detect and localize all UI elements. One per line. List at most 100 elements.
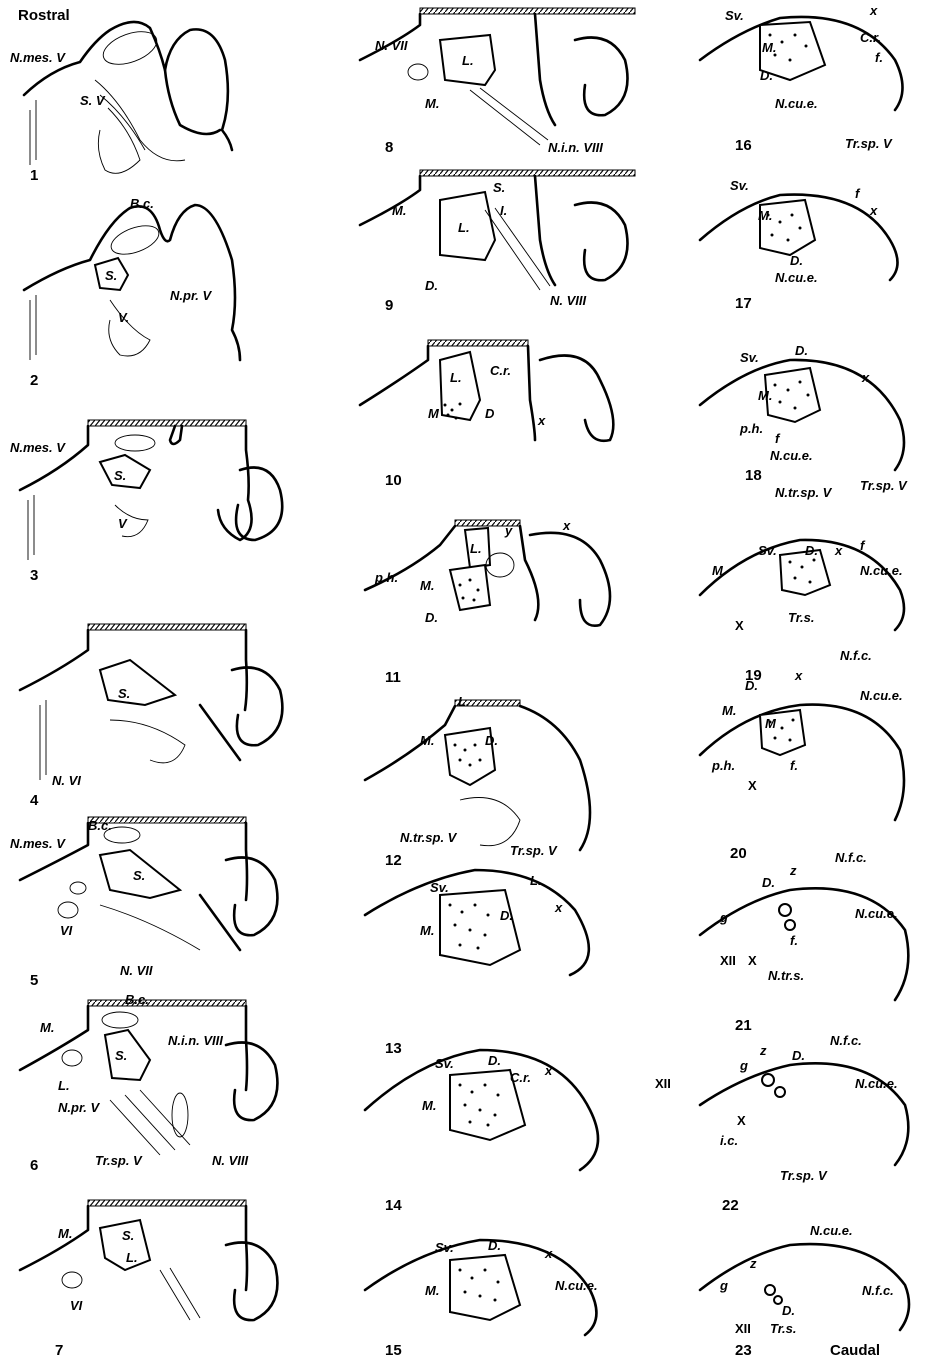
section-5-label-2: N.mes. V [10,836,66,851]
section-13-label-1: Sv. [430,880,449,895]
section-18-label-6: f [775,431,781,446]
section-8-number: 8 [385,139,393,156]
section-6-label-8: N. VIII [212,1153,249,1168]
section-17-label-2: f [855,186,861,201]
section-19-label-4: f [860,538,866,553]
rostral-label: Rostral [18,7,70,24]
section-21-label-9: N.tr.s. [768,968,804,983]
section-6-label-3: S. [115,1048,127,1063]
section-18: Sv. D. x M. p.h. f N.cu.e. N.tr.sp. V Tr… [700,343,908,500]
section-7-label-1: M. [58,1226,72,1241]
section-23-label-7: Tr.s. [770,1321,797,1336]
section-20-label-4: M. [722,703,736,718]
section-15-label-5: N.cu.e. [555,1278,598,1293]
section-12-label-5: Tr.sp. V [510,843,558,858]
section-11-label-3: L. [470,541,482,556]
section-14-label-1: Sv. [435,1056,454,1071]
section-19-label-8: Tr.s. [788,610,815,625]
section-12-number: 12 [385,852,402,869]
section-19-label-2: D. [805,543,818,558]
section-7: M. S. L. VI 7 [20,1200,277,1359]
section-12-label-1: L. [458,694,470,709]
section-15-label-2: D. [488,1238,501,1253]
section-13-label-3: D. [500,908,513,923]
section-12-label-4: N.tr.sp. V [400,830,458,845]
section-22-number: 22 [722,1197,739,1214]
section-2-label-3: V. [118,310,129,325]
section-14-number: 14 [385,1197,402,1214]
section-5-number: 5 [30,972,38,989]
section-7-number: 7 [55,1342,63,1359]
section-20-label-2: x [794,668,803,683]
section-21-label-5: N.cu.e. [855,906,898,921]
section-18-label-5: p.h. [739,421,763,436]
section-22-label-3: N.f.c. [830,1033,862,1048]
section-12-label-2: M. [420,733,434,748]
section-10-label-5: x [537,413,546,428]
section-11-label-4: p.h. [374,570,398,585]
section-18-label-7: N.cu.e. [770,448,813,463]
section-1-label-1: N.mes. V [10,50,66,65]
section-22-label-5: XII [655,1076,671,1091]
section-9-label-5: D. [425,278,438,293]
section-15-label-4: M. [425,1283,439,1298]
section-14-label-2: D. [488,1053,501,1068]
section-14-label-3: C.r. [510,1070,531,1085]
section-13: Sv. L. D. x M. 13 [365,870,589,1057]
section-10-label-1: L. [450,370,462,385]
caudal-label: Caudal [830,1342,880,1359]
section-23: N.cu.e. z g N.f.c. D. XII Tr.s. 23 [700,1223,909,1359]
section-19-label-1: Sv. [758,543,777,558]
section-16-label-6: D. [760,68,773,83]
section-8-label-3: M. [425,96,439,111]
section-7-label-3: L. [126,1250,138,1265]
section-8-label-1: N. VII [375,38,408,53]
section-8: N. VII L. M. N.i.n. VIII 8 [360,8,635,156]
section-1: N.mes. V S. V 1 [10,22,232,184]
section-15-label-1: Sv. [435,1240,454,1255]
section-16-number: 16 [735,137,752,154]
section-17-label-1: Sv. [730,178,749,193]
section-23-label-1: N.cu.e. [810,1223,853,1238]
section-19-label-5: M. [712,563,726,578]
section-21-number: 21 [735,1017,752,1034]
section-18-label-9: Tr.sp. V [860,478,908,493]
section-3-number: 3 [30,567,38,584]
section-11-label-2: x [562,518,571,533]
section-22-label-1: z [759,1043,767,1058]
section-2-label-1: B.c. [130,196,154,211]
section-18-label-4: M. [758,388,772,403]
section-20-number: 20 [730,845,747,862]
section-4-number: 4 [30,792,39,809]
section-15: Sv. D. x M. N.cu.e. 15 [365,1238,598,1359]
section-17-label-6: N.cu.e. [775,270,818,285]
section-21: z D. N.f.c. g N.cu.e. f. XII X N.tr.s. 2… [700,850,908,1034]
section-14-label-5: M. [422,1098,436,1113]
section-20-label-8: f. [790,758,798,773]
section-6-label-2: M. [40,1020,54,1035]
section-16-label-7: N.cu.e. [775,96,818,111]
section-6-label-5: L. [58,1078,70,1093]
section-9-label-1: M. [392,203,406,218]
section-16-label-4: M. [762,40,776,55]
section-20-label-1: N.f.c. [840,648,872,663]
section-2-number: 2 [30,372,38,389]
section-23-label-5: D. [782,1303,795,1318]
section-8-label-4: N.i.n. VIII [548,140,603,155]
section-4-label-2: N. VI [52,773,81,788]
section-9-label-3: I. [500,203,507,218]
section-10-label-4: D [485,406,495,421]
section-15-label-3: x [544,1246,553,1261]
section-12-label-3: D. [485,733,498,748]
section-17: Sv. f x M. D. N.cu.e. 17 [700,178,898,312]
section-6-number: 6 [30,1157,38,1174]
section-9-label-6: N. VIII [550,293,587,308]
section-8-label-2: L. [462,53,474,68]
section-19-label-7: X [735,618,744,633]
section-16-label-2: x [869,3,878,18]
section-15-number: 15 [385,1342,402,1359]
section-20-label-5: M [765,716,777,731]
section-23-label-6: XII [735,1321,751,1336]
section-18-label-8: N.tr.sp. V [775,485,833,500]
